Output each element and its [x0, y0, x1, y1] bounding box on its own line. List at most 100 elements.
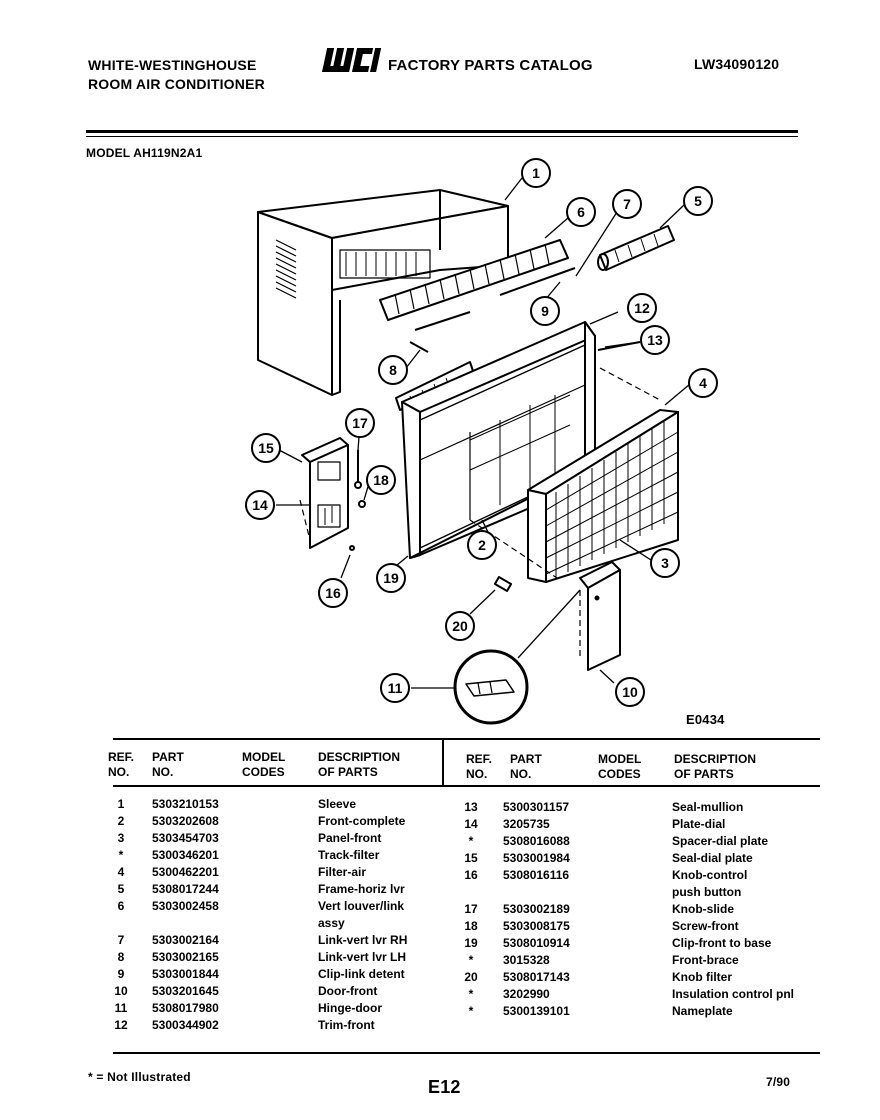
callout-13: 13: [640, 325, 670, 355]
part-description: Seal-dial plate: [672, 851, 753, 865]
part-description: Link-vert lvr LH: [318, 950, 407, 964]
part-description: Hinge-door: [318, 1001, 382, 1015]
part-number: 5300344902: [152, 1018, 219, 1032]
callout-label: 9: [541, 303, 549, 319]
part-description: Nameplate: [672, 1004, 733, 1018]
part-description: Clip-link detent: [318, 967, 405, 981]
part-number: 3015328: [503, 953, 550, 967]
callout-label: 14: [252, 497, 268, 513]
dial-plate: [301, 437, 349, 549]
brand-line-2: ROOM AIR CONDITIONER: [88, 76, 265, 92]
callout-6: 6: [566, 197, 596, 227]
part-number: 3202990: [503, 987, 550, 1001]
part-number: 5300301157: [503, 800, 570, 814]
part-number: 5303202608: [152, 814, 219, 828]
sleeve-part: [257, 189, 509, 396]
catalog-number: LW34090120: [694, 56, 780, 72]
callout-19: 19: [376, 563, 406, 593]
part-number: 5308017980: [152, 1001, 219, 1015]
callout-label: 13: [647, 332, 663, 348]
parts-row: assy: [110, 915, 450, 932]
callout-7: 7: [612, 189, 642, 219]
part-description: Clip-front to base: [672, 936, 772, 950]
callout-label: 1: [532, 165, 540, 181]
part-description: Filter-air: [318, 865, 367, 879]
part-description: push button: [672, 885, 742, 899]
parts-row: 6 5303002458 Vert louver/link: [110, 898, 450, 915]
callout-label: 6: [577, 204, 585, 220]
callout-20: 20: [445, 611, 475, 641]
table-header-rule: [113, 785, 820, 787]
callout-label: 18: [373, 472, 389, 488]
louver-assembly: [379, 239, 576, 331]
part-ref-no: 7: [117, 933, 125, 947]
part-ref-no: 2: [117, 814, 125, 828]
part-ref-no: 6: [117, 899, 125, 913]
part-description: Vert louver/link: [318, 899, 405, 913]
door-front: [579, 561, 621, 671]
part-ref-no: 10: [114, 984, 128, 998]
part-ref-no: 11: [114, 1001, 128, 1015]
part-description: Front-complete: [318, 814, 406, 828]
callout-18: 18: [366, 465, 396, 495]
not-illustrated-note: * = Not Illustrated: [88, 1070, 191, 1084]
part-description: Screw-front: [672, 919, 739, 933]
part-ref-no: 5: [117, 882, 125, 896]
part-ref-no: 4: [117, 865, 125, 879]
callout-4: 4: [688, 368, 718, 398]
callout-label: 5: [694, 193, 702, 209]
part-ref-no: 15: [464, 851, 478, 865]
parts-row: 4 5300462201 Filter-air: [110, 864, 450, 881]
callout-12: 12: [627, 293, 657, 323]
callout-17: 17: [345, 408, 375, 438]
part-ref-no: 8: [117, 950, 125, 964]
part-description: Spacer-dial plate: [672, 834, 769, 848]
part-description: Seal-mullion: [672, 800, 744, 814]
callout-11: 11: [380, 673, 410, 703]
header-ref-right: REF.NO.: [466, 752, 493, 781]
part-description: Front-brace: [672, 953, 739, 967]
table-bottom-rule: [113, 1052, 820, 1054]
part-number: 5303002164: [152, 933, 219, 947]
part-ref-no: 9: [117, 967, 125, 981]
part-number: 3205735: [503, 817, 550, 831]
part-ref-no: 17: [464, 902, 478, 916]
filter-panel: [527, 409, 679, 583]
callout-label: 10: [622, 684, 638, 700]
part-number: 5303002458: [152, 899, 219, 913]
part-description: Link-vert lvr RH: [318, 933, 408, 947]
callout-label: 19: [383, 570, 399, 586]
part-number: 5303008175: [503, 919, 570, 933]
part-number: 5303210153: [152, 797, 219, 811]
header-rule-thin: [86, 136, 798, 137]
part-ref-no: 16: [464, 868, 478, 882]
part-number: 5300462201: [152, 865, 219, 879]
part-description: assy: [318, 916, 345, 930]
callout-16: 16: [318, 578, 348, 608]
page-number: E12: [428, 1077, 461, 1097]
parts-row: 2 5303202608 Front-complete: [110, 813, 450, 830]
part-description: Trim-front: [318, 1018, 375, 1032]
part-ref-no: 19: [464, 936, 478, 950]
part-number: 5300346201: [152, 848, 219, 862]
table-top-rule: [113, 738, 820, 740]
callout-label: 15: [258, 440, 274, 456]
parts-row: 7 5303002164 Link-vert lvr RH: [110, 932, 450, 949]
part-number: 5308016088: [503, 834, 570, 848]
